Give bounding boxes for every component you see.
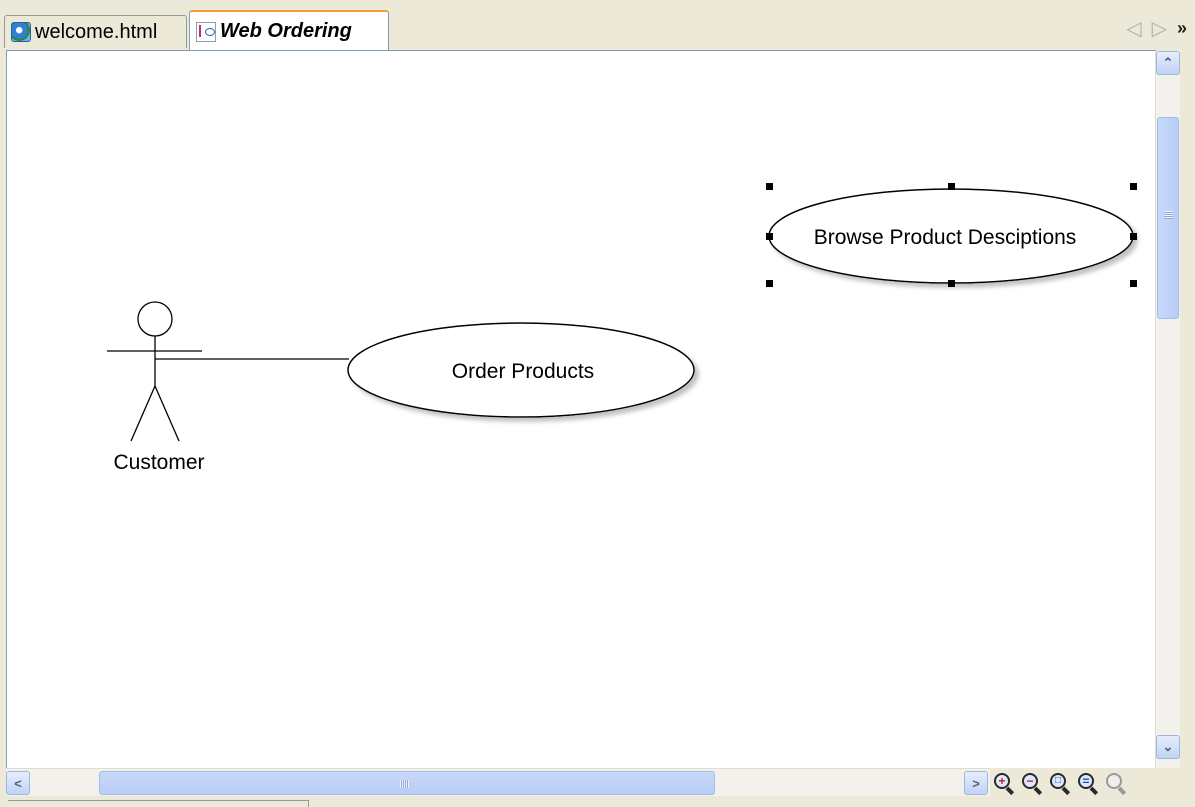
lens: +	[994, 773, 1010, 789]
zoom-reset-icon[interactable]: =	[1076, 771, 1100, 796]
scroll-right-icon[interactable]: >	[964, 771, 988, 795]
lens: □	[1050, 773, 1066, 789]
actor-right-leg	[154, 385, 180, 442]
vertical-scrollbar[interactable]: ⌃ ⌄	[1155, 51, 1180, 768]
grip-icon	[1164, 211, 1173, 219]
editor-tab-strip: welcome.html Web Ordering ◁ ▷ »	[0, 0, 1195, 51]
scroll-left-icon[interactable]: <	[6, 771, 30, 795]
tab-web-ordering[interactable]: Web Ordering	[189, 10, 389, 51]
zoom-toolbar: + − □ =	[992, 768, 1156, 798]
horizontal-scrollbar[interactable]: < >	[6, 768, 990, 796]
tab-navigation: ◁ ▷ »	[1126, 16, 1187, 41]
actor-customer[interactable]: Customer	[107, 301, 205, 474]
diagram-canvas[interactable]: Customer Order Products Browse Product D…	[6, 50, 1156, 768]
horizontal-scroll-thumb[interactable]	[99, 771, 715, 795]
lens: −	[1022, 773, 1038, 789]
zoom-select-icon	[1104, 771, 1128, 796]
resize-handle[interactable]	[766, 280, 773, 287]
resize-handle[interactable]	[948, 280, 955, 287]
bottom-panel-edge	[0, 798, 1195, 807]
tab-label: welcome.html	[35, 20, 158, 43]
use-case-browse-product-descriptions[interactable]: Browse Product Desciptions	[766, 183, 1137, 287]
actor-left-leg	[130, 385, 156, 442]
tab-overflow-icon[interactable]: »	[1176, 18, 1187, 38]
tab-left-arrow-icon[interactable]: ◁	[1126, 18, 1142, 40]
tab-label: Web Ordering	[220, 20, 352, 42]
scroll-down-icon[interactable]: ⌄	[1156, 735, 1180, 759]
selection-handles[interactable]	[766, 183, 1137, 287]
globe-icon	[11, 22, 31, 42]
grip-icon	[400, 780, 409, 788]
resize-handle[interactable]	[948, 183, 955, 190]
scroll-up-icon[interactable]: ⌃	[1156, 51, 1180, 75]
tab-welcome-html[interactable]: welcome.html	[4, 15, 187, 48]
lens	[1106, 773, 1122, 789]
zoom-out-icon[interactable]: −	[1020, 771, 1044, 796]
tab-right-arrow-icon[interactable]: ▷	[1151, 18, 1167, 40]
diagram-icon	[196, 21, 216, 42]
resize-handle[interactable]	[1130, 183, 1137, 190]
use-case-diagram: Customer Order Products Browse Product D…	[107, 183, 1137, 474]
resize-handle[interactable]	[1130, 280, 1137, 287]
use-case-label: Order Products	[452, 360, 594, 383]
actor-head	[137, 301, 173, 337]
resize-handle[interactable]	[766, 183, 773, 190]
zoom-fit-icon[interactable]: □	[1048, 771, 1072, 796]
lens: =	[1078, 773, 1094, 789]
resize-handle[interactable]	[1130, 233, 1137, 240]
resize-handle[interactable]	[766, 233, 773, 240]
use-case-order-products[interactable]: Order Products	[347, 322, 695, 418]
use-case-ellipse	[347, 322, 695, 418]
use-case-label: Browse Product Desciptions	[814, 226, 1077, 249]
vertical-scroll-thumb[interactable]	[1157, 117, 1179, 319]
zoom-in-icon[interactable]: +	[992, 771, 1016, 796]
actor-label: Customer	[113, 451, 204, 474]
